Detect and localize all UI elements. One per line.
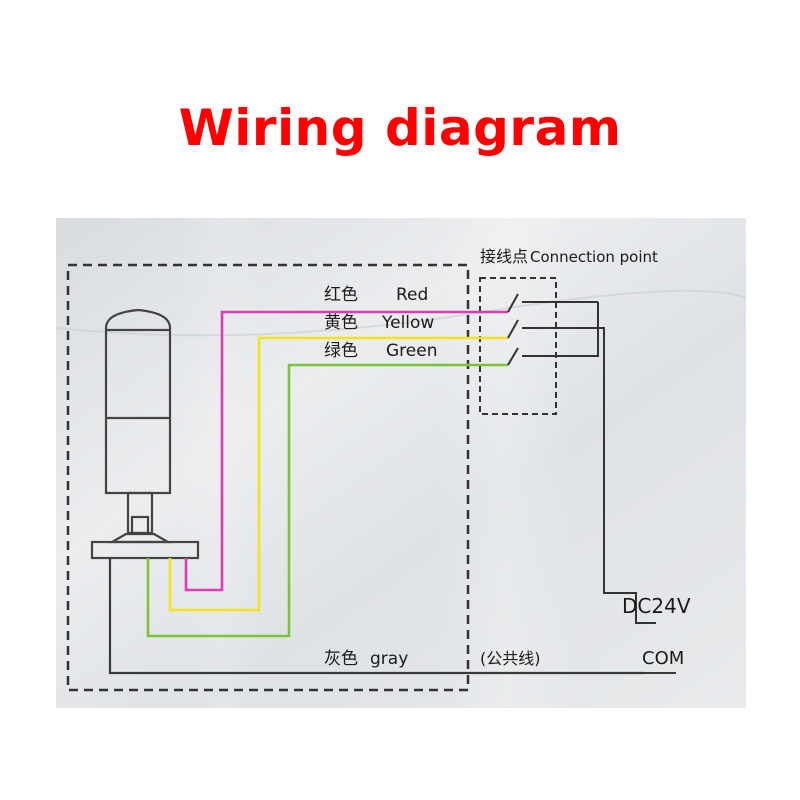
common-line-label: (公共线) [480,649,541,668]
gray-label-en: gray [370,649,408,669]
gray-label-cn: 灰色 [324,649,358,669]
wiring-diagram-photo: 接线点 Connection point 红色 Red 黄色 Yellow 绿色… [56,218,746,708]
yellow-wire [168,336,508,612]
green-label-en: Green [386,341,437,361]
enclosure-dashed-box [66,263,470,692]
connection-terminals [488,293,656,624]
connection-point-label-en: Connection point [530,248,658,266]
connection-point-label-cn: 接线点 [480,247,528,266]
green-wire [146,363,508,638]
dc24v-label: DC24V [622,594,691,618]
yellow-label-en: Yellow [381,313,434,333]
com-label: COM [642,648,684,669]
red-label-cn: 红色 [324,285,358,305]
red-label-en: Red [396,285,428,305]
connection-point-dashed-box [479,277,557,415]
diagram-title: Wiring diagram [178,99,622,157]
red-wire [184,310,508,592]
gray-wire [108,558,644,675]
green-label-cn: 绿色 [324,341,358,361]
yellow-label-cn: 黄色 [324,313,358,333]
signal-tower-lamp [90,308,200,560]
